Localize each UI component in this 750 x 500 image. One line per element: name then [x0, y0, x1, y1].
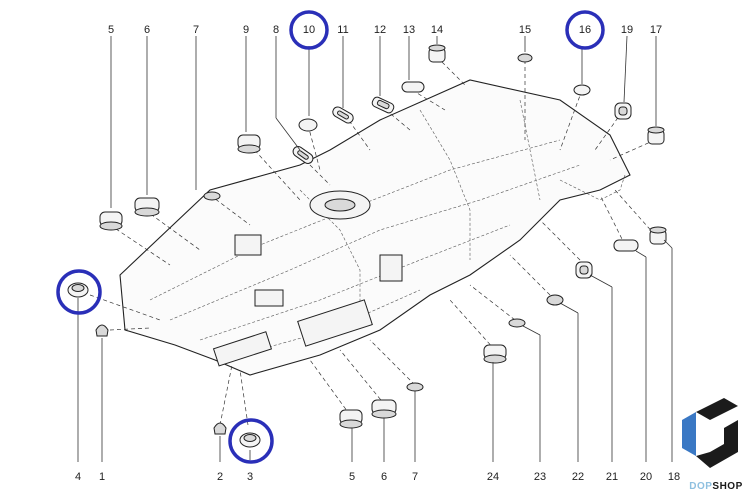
part-18-push-pin: [649, 226, 667, 245]
part-12-clip: [371, 96, 395, 114]
callout-23: 23: [534, 471, 546, 483]
callout-24: 24: [487, 471, 499, 483]
callout-13: 13: [403, 24, 415, 36]
part-19-grommet: [614, 102, 632, 120]
svg-text:DOPSHOP: DOPSHOP: [689, 481, 743, 492]
callout-7-top: 7: [193, 24, 199, 36]
part-2-clip: [213, 422, 227, 435]
callouts-bottom: 4 1 2 3 5 6 7 24 23 22 21 20 18: [75, 471, 680, 483]
brand-prefix: DOP: [689, 481, 712, 492]
part-13-plug: [401, 81, 425, 93]
callout-7-bottom: 7: [412, 471, 418, 483]
part-22-plug: [546, 294, 564, 306]
callout-3: 3: [247, 471, 253, 483]
callout-6-bottom: 6: [381, 471, 387, 483]
callout-1: 1: [99, 471, 105, 483]
part-21-grommet: [575, 261, 593, 279]
callout-18: 18: [668, 471, 680, 483]
part-5-clip-top: [99, 211, 123, 231]
callout-8: 8: [273, 24, 279, 36]
callout-15: 15: [519, 24, 531, 36]
part-8-grommet: [292, 146, 314, 164]
logo-mark-icon: [682, 398, 738, 468]
fasteners: [67, 44, 667, 448]
callout-20: 20: [640, 471, 652, 483]
part-17-push-pin: [647, 126, 665, 145]
callout-21: 21: [606, 471, 618, 483]
floor-panel: [119, 79, 631, 376]
part-20-plug: [613, 239, 639, 252]
callout-4: 4: [75, 471, 81, 483]
part-7-plug-bottom: [406, 382, 424, 392]
callout-11: 11: [337, 24, 348, 36]
brand-logo: DOPSHOP: [682, 398, 743, 492]
callout-2: 2: [217, 471, 223, 483]
part-16-plug: [573, 84, 591, 96]
part-23-plug: [508, 318, 526, 328]
leader-lines: [77, 35, 673, 462]
part-14-push-pin: [428, 44, 446, 63]
highlight-markers: [56, 10, 605, 464]
part-9-clip: [237, 134, 261, 154]
highlight-circle-4: [56, 269, 102, 315]
callout-10: 10: [303, 24, 315, 36]
callouts-top: 5 6 7 9 8 10 11 12 13 14 15 16 19 17: [108, 24, 662, 36]
callout-9: 9: [243, 24, 249, 36]
part-7-plug-top: [203, 191, 221, 201]
highlight-circle-3: [228, 418, 274, 464]
part-6-clip-bottom: [371, 399, 397, 419]
highlight-circle-16: [565, 10, 605, 50]
part-11-grommet: [332, 106, 354, 124]
assembly-lines: [89, 56, 656, 426]
brand-suffix: SHOP: [712, 481, 742, 492]
callout-22: 22: [572, 471, 584, 483]
callout-5-top: 5: [108, 24, 114, 36]
highlight-circle-10: [289, 10, 329, 50]
part-15-plug: [517, 53, 533, 63]
part-1-clip: [95, 324, 109, 337]
callout-17: 17: [650, 24, 662, 36]
part-24-clip: [483, 344, 507, 364]
callout-5-bottom: 5: [349, 471, 355, 483]
part-10-plug: [298, 118, 318, 132]
callout-6-top: 6: [144, 24, 150, 36]
callout-12: 12: [374, 24, 386, 36]
callout-16: 16: [579, 24, 591, 36]
callout-19: 19: [621, 24, 633, 36]
part-6-clip-top: [134, 197, 160, 217]
part-5-clip-bottom: [339, 409, 363, 429]
callout-14: 14: [431, 24, 443, 36]
